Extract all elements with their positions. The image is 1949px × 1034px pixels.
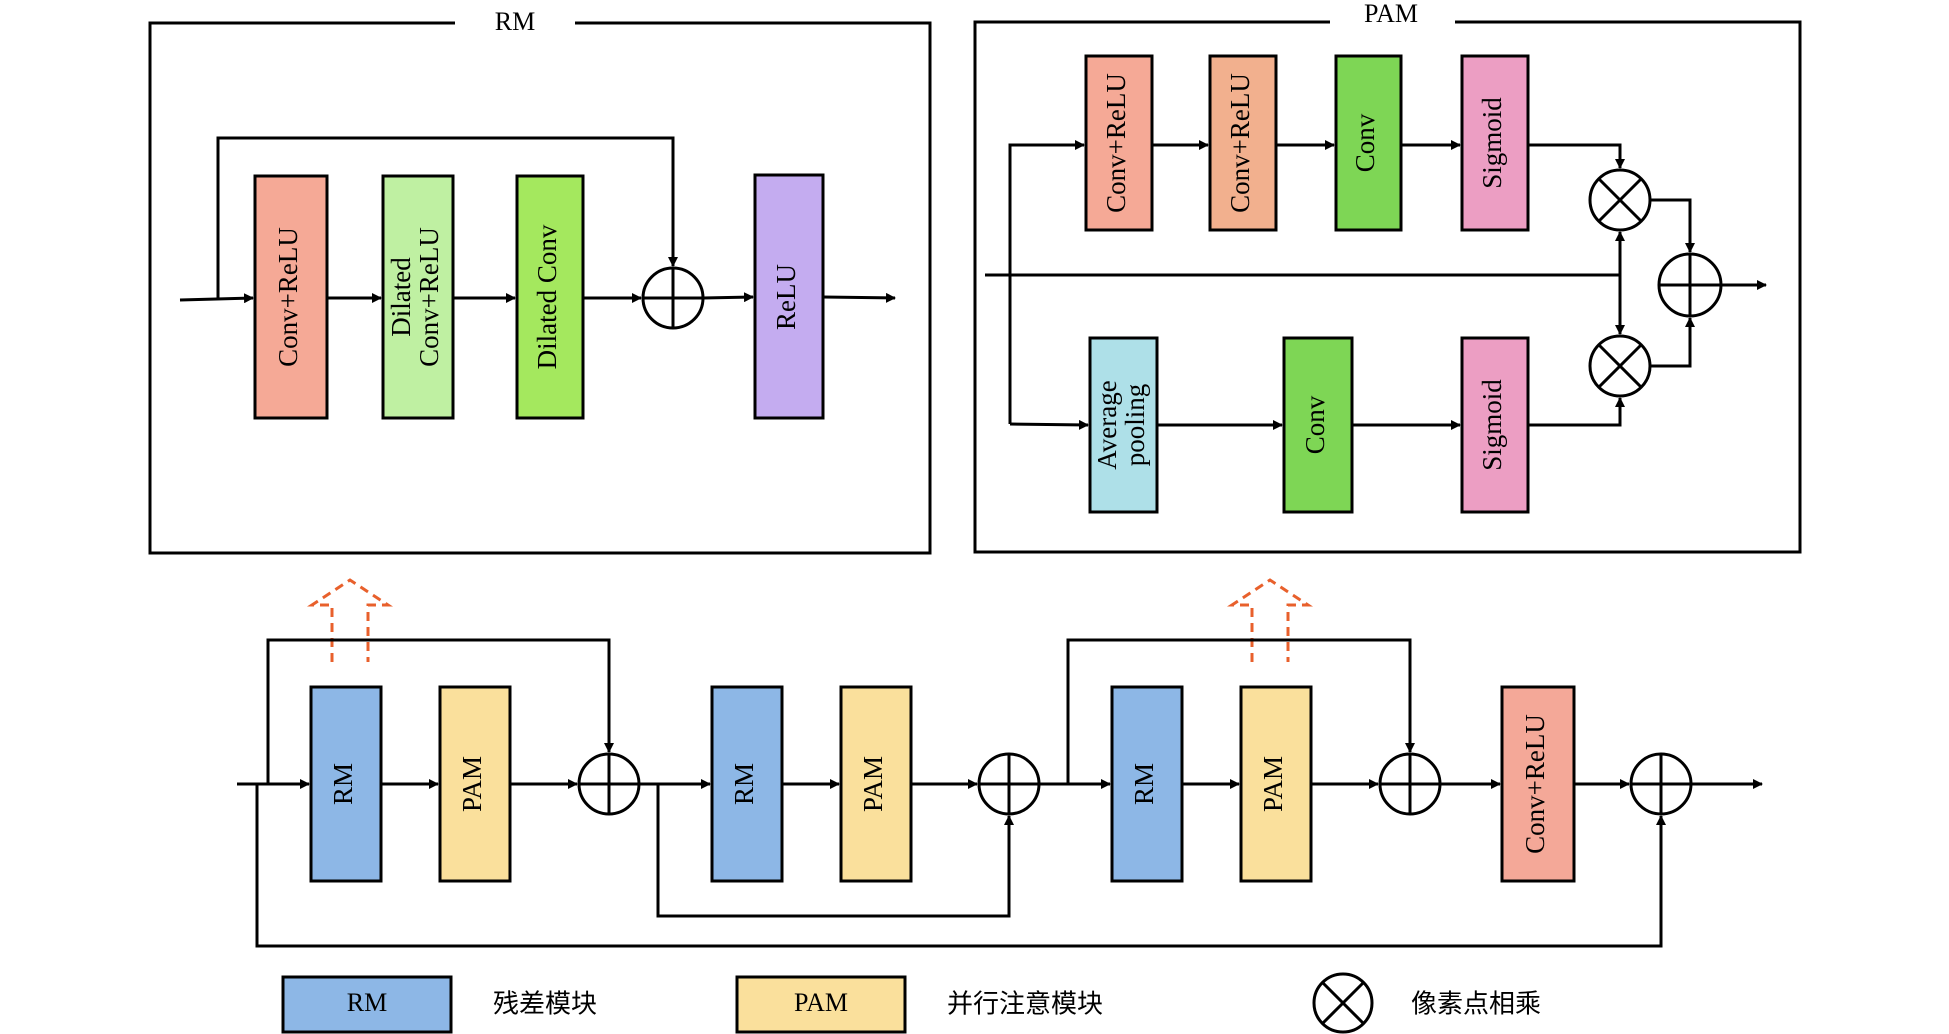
pam-conv-relu-2-rect xyxy=(1208,54,1278,232)
main-skip-top-3 xyxy=(1066,638,1415,784)
pam-conv-relu-2-block: Conv+ReLU xyxy=(1208,54,1278,232)
pam-sigmoid-top-rect xyxy=(1460,54,1530,232)
expand-arrow-pam xyxy=(1226,578,1314,662)
pam-edge-split-top xyxy=(1008,140,1085,424)
main-rm-3-label: RM xyxy=(1129,763,1159,805)
legend-rm-text: 残差模块 xyxy=(493,990,597,1020)
main-add-node-4 xyxy=(1629,752,1693,816)
legend-rm-swatch xyxy=(281,975,453,1034)
pam-conv-relu-1-block: Conv+ReLU xyxy=(1084,54,1154,232)
pam-edge-sigmoid-to-mult-bottom xyxy=(1528,397,1625,427)
rm-edge-output xyxy=(822,292,896,303)
legend-pam-swatch-label: PAM xyxy=(794,988,848,1017)
pam-avg-pooling-block: Average pooling xyxy=(1088,336,1159,514)
main-pam-3-block: PAM xyxy=(1239,685,1313,883)
rm-panel: RM Conv+ReLU Dilated Conv+ReLU Dilated C… xyxy=(148,7,932,555)
main-conv-relu-rect xyxy=(1500,685,1576,883)
rm-dilated-label-line1: Dilated xyxy=(386,257,416,337)
pam-sigmoid-top-block: Sigmoid xyxy=(1460,54,1530,232)
pam-conv-bottom-rect xyxy=(1282,336,1354,514)
pam-avg-pooling-rect xyxy=(1088,336,1159,514)
rm-edge-add-to-relu xyxy=(702,292,754,303)
pam-conv-label: Conv xyxy=(1350,113,1380,172)
rm-dilated-conv-block: Dilated Conv xyxy=(515,174,585,420)
main-rm-1-rect xyxy=(309,685,383,883)
rm-conv-relu-label: Conv+ReLU xyxy=(273,227,303,367)
legend-rm: RM 残差模块 xyxy=(281,975,597,1034)
pam-multiply-node-bottom xyxy=(1588,334,1652,398)
rm-relu-label: ReLU xyxy=(771,264,801,330)
pam-sigmoid-bottom-label: Sigmoid xyxy=(1477,379,1507,471)
main-pam-1-rect xyxy=(438,685,512,883)
rm-relu-block: ReLU xyxy=(753,173,825,420)
expand-arrow-rm xyxy=(306,578,394,662)
rm-panel-title: RM xyxy=(495,7,535,36)
main-pam-2-rect xyxy=(839,685,913,883)
pam-panel-frame xyxy=(973,20,1802,554)
pam-add-node xyxy=(1657,252,1723,318)
pam-multiply-node-top xyxy=(1588,168,1652,232)
main-rm-1-block: RM xyxy=(309,685,383,883)
pam-edge-split-bottom xyxy=(1009,419,1089,430)
main-pipeline: RM PAM RM PAM RM PAM Conv+ReLU xyxy=(237,638,1763,948)
main-conv-relu-label: Conv+ReLU xyxy=(1520,714,1550,854)
legend-pam: PAM 并行注意模块 xyxy=(735,975,1103,1034)
rm-dilated-conv-label: Dilated Conv xyxy=(532,224,562,369)
main-add-node-3 xyxy=(1378,752,1442,816)
main-pam-2-label: PAM xyxy=(858,756,888,812)
pam-panel-title: PAM xyxy=(1364,0,1418,28)
legend: RM 残差模块 PAM 并行注意模块 像素点相乘 xyxy=(281,972,1541,1034)
legend-pam-text: 并行注意模块 xyxy=(947,990,1103,1020)
legend-multiply: 像素点相乘 xyxy=(1312,972,1541,1034)
pam-conv-rect xyxy=(1334,54,1403,232)
pam-conv-bottom-block: Conv xyxy=(1282,336,1354,514)
legend-rm-swatch-label: RM xyxy=(347,988,387,1017)
legend-pam-swatch xyxy=(735,975,907,1034)
main-pam-3-label: PAM xyxy=(1258,756,1288,812)
rm-conv-relu-block: Conv+ReLU xyxy=(253,174,329,420)
pam-sigmoid-top-label: Sigmoid xyxy=(1477,97,1507,189)
main-rm-2-label: RM xyxy=(729,763,759,805)
rm-relu-rect xyxy=(753,173,825,420)
pam-avg-pooling-line1: Average xyxy=(1092,380,1122,469)
rm-dilated-conv-relu-rect xyxy=(381,174,455,420)
legend-multiply-text: 像素点相乘 xyxy=(1411,990,1541,1020)
pam-avg-pooling-line2: pooling xyxy=(1120,384,1150,467)
pam-edge-mult-top-to-add xyxy=(1650,198,1695,253)
main-rm-2-block: RM xyxy=(710,685,784,883)
main-skip-bottom-2 xyxy=(656,784,1014,918)
main-rm-2-rect xyxy=(710,685,784,883)
rm-dilated-conv-rect xyxy=(515,174,585,420)
pam-conv-bottom-label: Conv xyxy=(1300,395,1330,454)
pam-edge-mult-bottom-to-add xyxy=(1650,317,1695,368)
main-pam-1-block: PAM xyxy=(438,685,512,883)
main-rm-3-block: RM xyxy=(1110,685,1184,883)
rm-add-node xyxy=(641,266,705,330)
main-conv-relu-block: Conv+ReLU xyxy=(1500,685,1576,883)
pam-conv-relu-2-label: Conv+ReLU xyxy=(1225,73,1255,213)
pam-sigmoid-bottom-rect xyxy=(1460,336,1530,514)
rm-dilated-conv-relu-block: Dilated Conv+ReLU xyxy=(381,174,455,420)
main-pam-2-block: PAM xyxy=(839,685,913,883)
pam-conv-block: Conv xyxy=(1334,54,1403,232)
pam-conv-relu-1-rect xyxy=(1084,54,1154,232)
main-skip-top-1 xyxy=(266,638,614,784)
main-skip-global xyxy=(255,784,1666,948)
main-add-node-1 xyxy=(577,752,641,816)
main-rm-1-label: RM xyxy=(328,763,358,805)
rm-panel-frame xyxy=(148,21,932,555)
legend-multiply-icon xyxy=(1312,972,1374,1034)
pam-sigmoid-bottom-block: Sigmoid xyxy=(1460,336,1530,514)
pam-edge-sigmoid-to-mult-top xyxy=(1528,143,1625,169)
pam-conv-relu-1-label: Conv+ReLU xyxy=(1101,73,1131,213)
pam-panel: PAM Conv+ReLU Conv+ReLU Conv Sigmoid Ave… xyxy=(973,0,1802,554)
main-add-node-2 xyxy=(977,752,1041,816)
rm-dilated-label-line2: Conv+ReLU xyxy=(414,227,444,367)
main-pam-1-label: PAM xyxy=(457,756,487,812)
rm-edge-skip xyxy=(216,136,678,299)
